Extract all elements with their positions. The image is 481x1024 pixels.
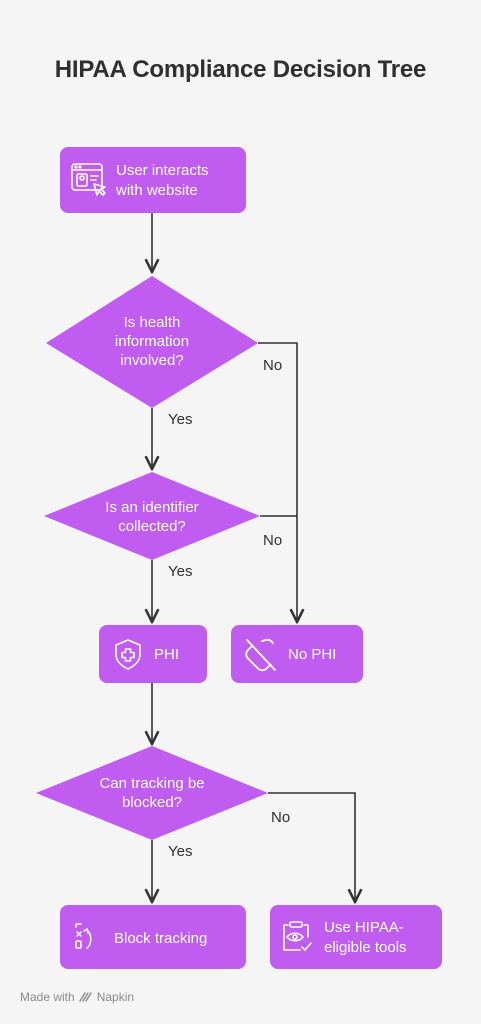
- node-tools-line-1: Use HIPAA-: [324, 919, 404, 936]
- node-start-line-1: User interacts: [116, 162, 209, 179]
- node-identifier-line-2: collected?: [118, 518, 186, 535]
- node-phi: PHI: [99, 625, 207, 683]
- node-tools-line-2: eligible tools: [324, 939, 407, 956]
- made-with-text: Made with: [20, 990, 75, 1004]
- no-link-icon: [245, 638, 276, 672]
- node-start: User interacts with website: [60, 147, 246, 213]
- node-health-line-1: Is health: [124, 314, 181, 331]
- edge-label-identifier-no: No: [263, 532, 282, 549]
- edge-tracking-no: [268, 792, 355, 902]
- node-health-line-3: involved?: [120, 352, 183, 369]
- node-no-phi: No PHI: [231, 625, 363, 683]
- node-phi-label: PHI: [154, 646, 179, 663]
- node-start-line-2: with website: [115, 182, 198, 199]
- node-identifier-line-1: Is an identifier: [105, 499, 198, 516]
- node-question-tracking: Can tracking be blocked?: [36, 746, 268, 840]
- edge-label-health-yes: Yes: [168, 411, 192, 428]
- edge-label-identifier-yes: Yes: [168, 563, 192, 580]
- node-question-identifier: Is an identifier collected?: [44, 472, 260, 560]
- node-tracking-line-1: Can tracking be: [99, 775, 204, 792]
- edge-label-tracking-no: No: [271, 809, 290, 826]
- node-tracking-line-2: blocked?: [122, 794, 182, 811]
- shield-cross-icon: [115, 639, 141, 670]
- edge-health-no: [258, 342, 297, 622]
- browser-user-click-icon: [71, 163, 106, 196]
- footer-attribution: Made with Napkin: [20, 990, 134, 1004]
- clipboard-eye-icon: [283, 921, 312, 951]
- page-title: HIPAA Compliance Decision Tree: [54, 56, 427, 83]
- edge-label-tracking-yes: Yes: [168, 843, 192, 860]
- node-block-tracking: Block tracking: [60, 905, 246, 969]
- napkin-logo-icon: [79, 992, 92, 1002]
- brand-text: Napkin: [96, 990, 135, 1004]
- node-health-line-2: information: [115, 333, 189, 350]
- block-tracking-icon: [75, 923, 92, 949]
- edge-label-health-no: No: [263, 357, 282, 374]
- node-block-label: Block tracking: [114, 930, 207, 947]
- node-no-phi-label: No PHI: [288, 646, 336, 663]
- node-question-health: Is health information involved?: [46, 276, 258, 408]
- node-hipaa-tools: Use HIPAA- eligible tools: [270, 905, 442, 969]
